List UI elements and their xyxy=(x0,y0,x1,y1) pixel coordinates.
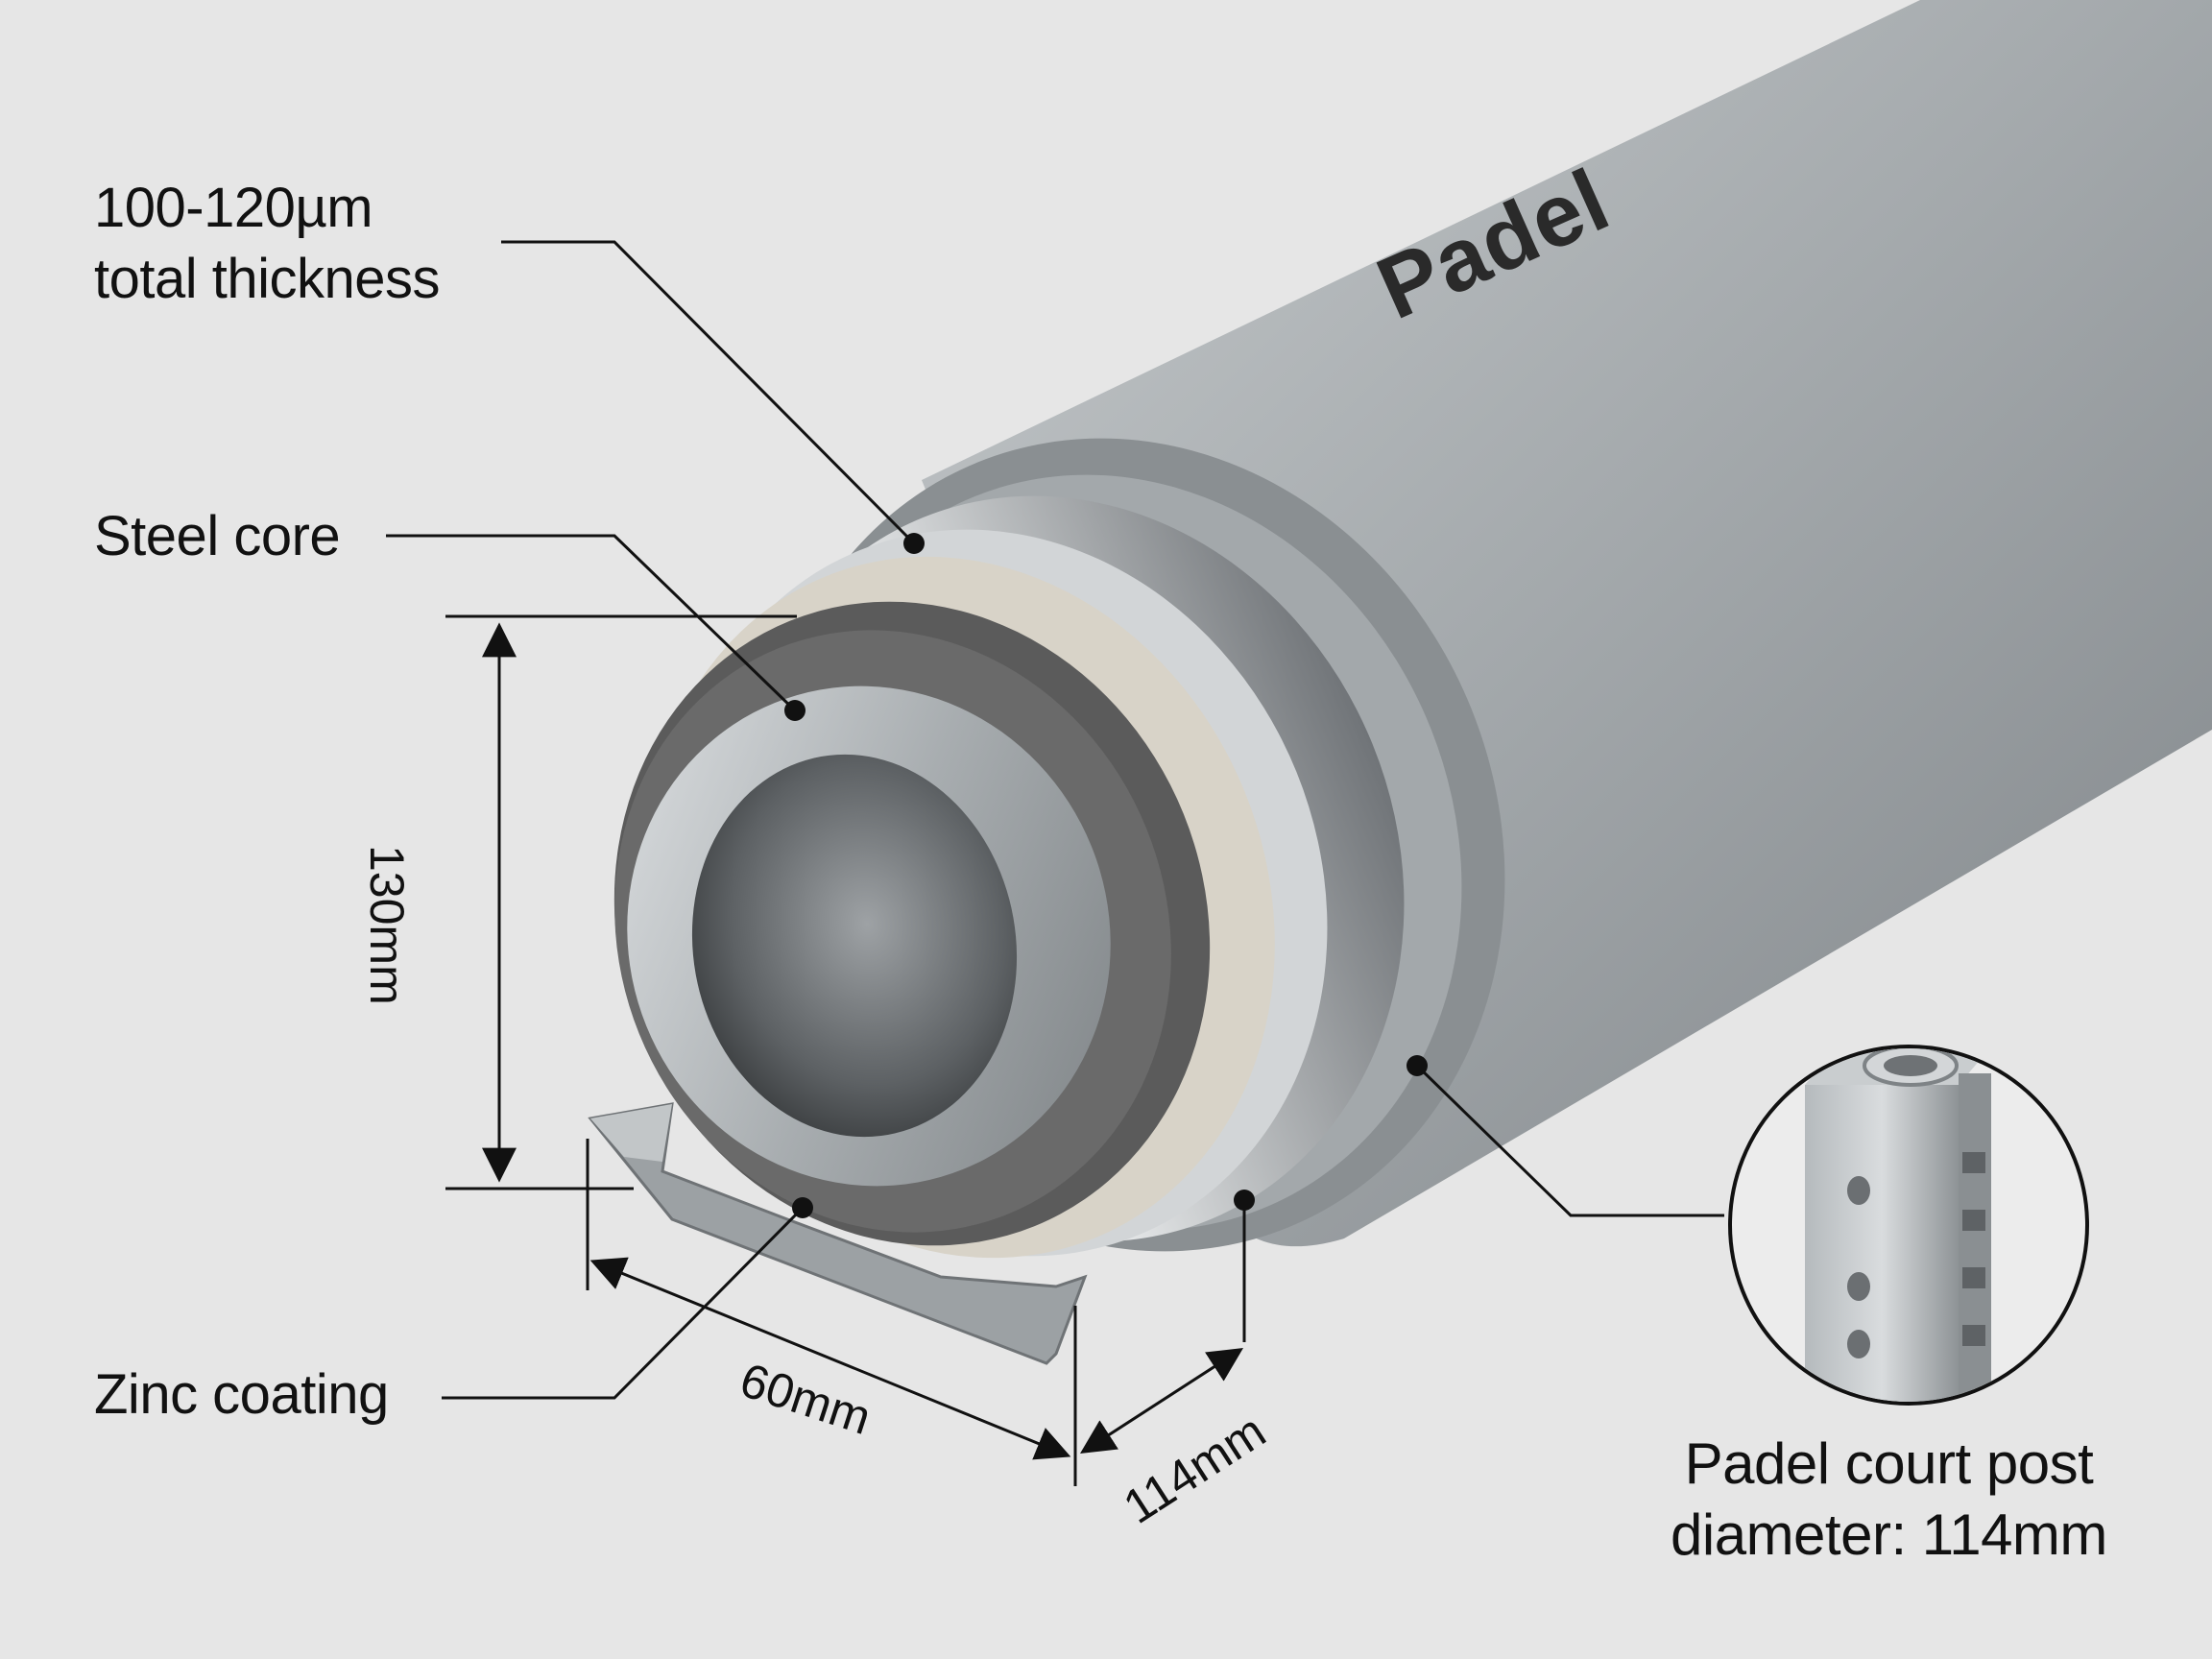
dim-114-line xyxy=(1079,1348,1244,1454)
leader-post xyxy=(1415,1064,1724,1217)
coating-thickness-label: 100-120µm total thickness xyxy=(94,173,441,315)
inset-caption-line-1: Padel court post xyxy=(1684,1431,2094,1496)
dot-post xyxy=(1407,1055,1428,1076)
base-profile-left-lip xyxy=(590,1104,672,1162)
dim-60-line xyxy=(589,1257,1071,1460)
dot-zinc xyxy=(792,1197,813,1218)
zinc-coating-label: Zinc coating xyxy=(94,1363,389,1426)
dimension-lines xyxy=(445,614,1246,1486)
steel-core-label: Steel core xyxy=(94,505,341,567)
leader-steel xyxy=(386,534,797,712)
coating-thickness-line-2: total thickness xyxy=(94,248,441,310)
dot-steel xyxy=(784,700,805,721)
tube-bore xyxy=(691,754,1018,1138)
inset-caption-line-2: diameter: 114mm xyxy=(1671,1503,2107,1567)
coating-thickness-line-1: 100-120µm xyxy=(94,177,373,239)
inset-caption: Padel court post diameter: 114mm xyxy=(1671,1429,2107,1571)
dot-coating xyxy=(903,533,925,554)
leader-coating xyxy=(501,240,916,545)
dimension-height-label: 130mm xyxy=(360,845,414,1005)
inset-post-detail xyxy=(1728,1045,2089,1406)
